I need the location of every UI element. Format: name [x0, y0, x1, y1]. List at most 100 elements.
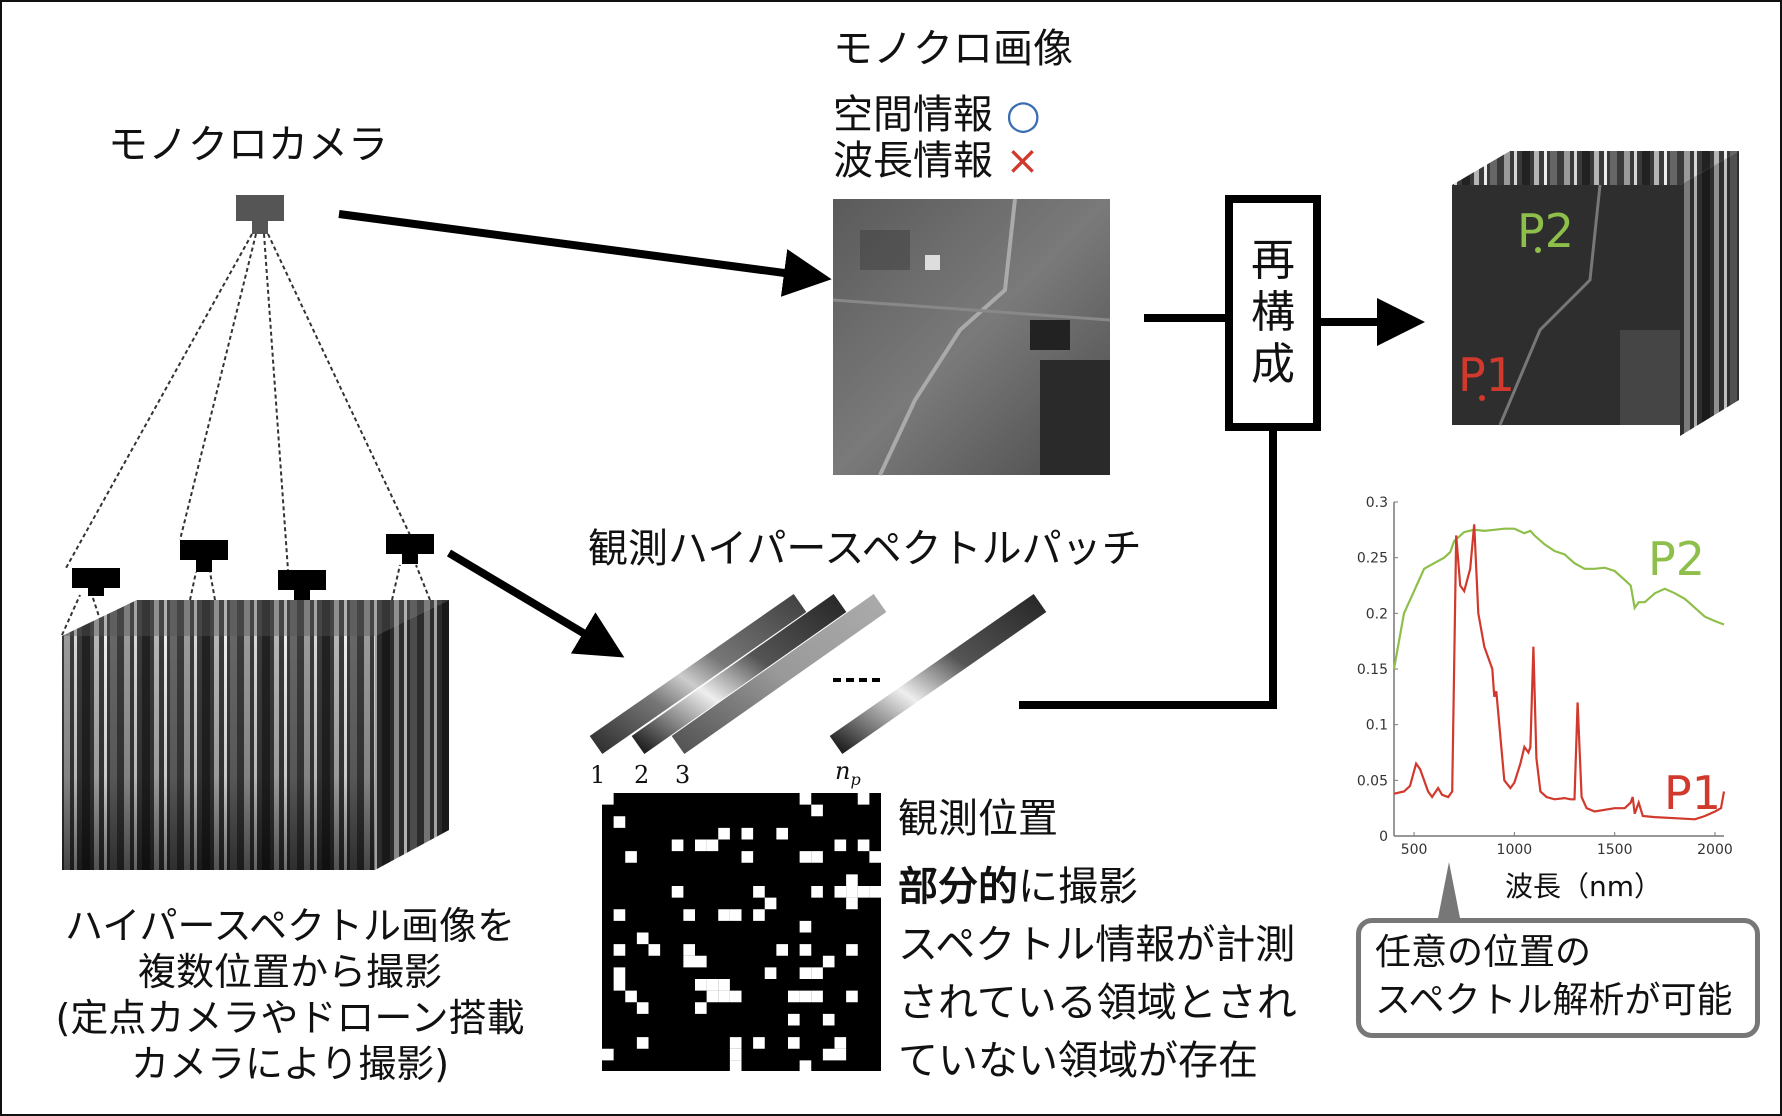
observed-cell — [613, 909, 626, 921]
y-tick-label: 0.15 — [1357, 662, 1388, 678]
observed-cell — [834, 839, 847, 852]
observed-cell — [741, 827, 754, 840]
observed-cell — [706, 839, 719, 852]
observation-line: スペクトル情報が計測 — [898, 922, 1296, 968]
reconstruct-char: 構 — [1251, 287, 1295, 338]
cube-label-p1: P1 — [1458, 348, 1516, 402]
y-tick-label: 0.05 — [1357, 773, 1388, 789]
observed-cell — [683, 955, 695, 968]
observed-cell — [602, 1048, 614, 1061]
caption-line: (定点カメラやドローン搭載 — [55, 996, 525, 1040]
observed-cell — [729, 1060, 742, 1072]
observed-cell — [636, 1002, 649, 1014]
observed-cell — [695, 1002, 707, 1014]
observed-cell — [788, 1037, 800, 1049]
caption-line: ハイパースペクトル画像を — [65, 904, 515, 948]
patch-2 — [631, 594, 847, 754]
wavelength-info-row: 波長情報 × — [833, 138, 1039, 184]
callout-box: 任意の位置の スペクトル解析が可能 — [1356, 918, 1760, 1038]
observed-cell — [799, 793, 812, 805]
y-tick-label: 0.3 — [1366, 495, 1388, 511]
observed-cell — [846, 944, 858, 956]
patch-label-3: 3 — [675, 761, 691, 789]
observed-cell — [753, 1037, 765, 1049]
callout-pointer — [1438, 862, 1460, 918]
hyperspectral-cube-left — [62, 600, 449, 870]
observed-cell — [822, 955, 835, 968]
observed-cell — [869, 851, 881, 863]
camera-label: モノクロカメラ — [108, 122, 388, 168]
spatial-info-label: 空間情報 — [833, 92, 993, 138]
chart-xlabel: 波長（nm） — [1505, 870, 1663, 903]
observed-cell — [846, 874, 858, 886]
observed-cell — [613, 979, 626, 991]
observed-cell — [729, 1037, 742, 1049]
hyperspectral-patches — [589, 593, 1047, 755]
y-tick-label: 0.25 — [1357, 551, 1388, 567]
observed-cell — [799, 1060, 812, 1072]
observed-cell — [764, 967, 777, 979]
observed-cell — [776, 944, 788, 956]
partial-bold: 部分的 — [898, 864, 1018, 910]
x-tick-label: 1000 — [1497, 842, 1533, 858]
cube-label-p2: P2 — [1517, 204, 1575, 258]
observation-line: されている領域とされ — [898, 980, 1297, 1026]
observed-cell — [613, 967, 626, 979]
patch-1 — [589, 593, 807, 755]
x-tick-label: 500 — [1401, 842, 1428, 858]
observed-cell — [811, 851, 823, 863]
observed-cell — [706, 990, 719, 1003]
legend-p1: P1 — [1664, 766, 1722, 820]
observed-cell — [788, 1013, 800, 1026]
x-tick-label: 1500 — [1597, 842, 1633, 858]
observed-cell — [718, 827, 730, 840]
observed-cell — [636, 932, 649, 945]
observed-cell — [811, 990, 823, 1003]
observation-title: 観測位置 — [898, 796, 1058, 842]
observed-cell — [613, 944, 626, 956]
y-tick-label: 0.1 — [1366, 718, 1388, 734]
x-tick-label: 2000 — [1697, 842, 1733, 858]
observation-partial: 部分的に撮影 — [898, 864, 1297, 922]
series-line-p1 — [1393, 524, 1726, 821]
observed-cell — [869, 886, 881, 898]
left-caption: ハイパースペクトル画像を 複数位置から撮影 (定点カメラやドローン搭載 カメラに… — [20, 903, 560, 1087]
cross-icon: × — [1005, 138, 1040, 184]
patch-label-np: np — [835, 748, 861, 803]
reconstruct-char: 再 — [1251, 235, 1295, 286]
line-patches-to-reconstruct — [1019, 430, 1277, 709]
observed-cell — [753, 909, 765, 921]
observed-cell — [846, 886, 858, 898]
observed-cell — [625, 990, 637, 1003]
observed-cell — [788, 990, 800, 1003]
y-tick-label: 0 — [1379, 829, 1388, 845]
reconstruct-char: 成 — [1251, 339, 1295, 390]
observed-cell — [811, 886, 823, 898]
observed-cell — [695, 839, 707, 852]
observation-mask — [602, 793, 881, 1072]
observed-cell — [718, 909, 730, 921]
arrow-to-mono-image — [338, 210, 832, 297]
observed-cell — [753, 886, 765, 898]
observed-cell — [846, 897, 858, 910]
p2-point — [1535, 247, 1541, 253]
reconstructed-cube — [1452, 151, 1739, 436]
mono-image-title: モノクロ画像 — [833, 26, 1073, 72]
observation-text: 観測位置 部分的に撮影 スペクトル情報が計測 されている領域とされ ていない領域… — [898, 796, 1297, 1096]
observed-cell — [613, 816, 626, 828]
reconstruct-box: 再 構 成 — [1225, 195, 1321, 431]
observed-cell — [729, 1048, 742, 1061]
observation-line: ていない領域が存在 — [898, 1038, 1258, 1084]
caption-line: カメラにより撮影) — [130, 1042, 450, 1086]
observed-cell — [846, 990, 858, 1003]
observed-cell — [811, 967, 823, 979]
patch-np — [829, 593, 1047, 755]
observed-cell — [671, 886, 684, 898]
circle-icon: ○ — [1005, 92, 1041, 138]
observed-cell — [799, 920, 812, 933]
callout-line: 任意の位置の — [1375, 932, 1592, 973]
observed-cell — [636, 1037, 649, 1049]
